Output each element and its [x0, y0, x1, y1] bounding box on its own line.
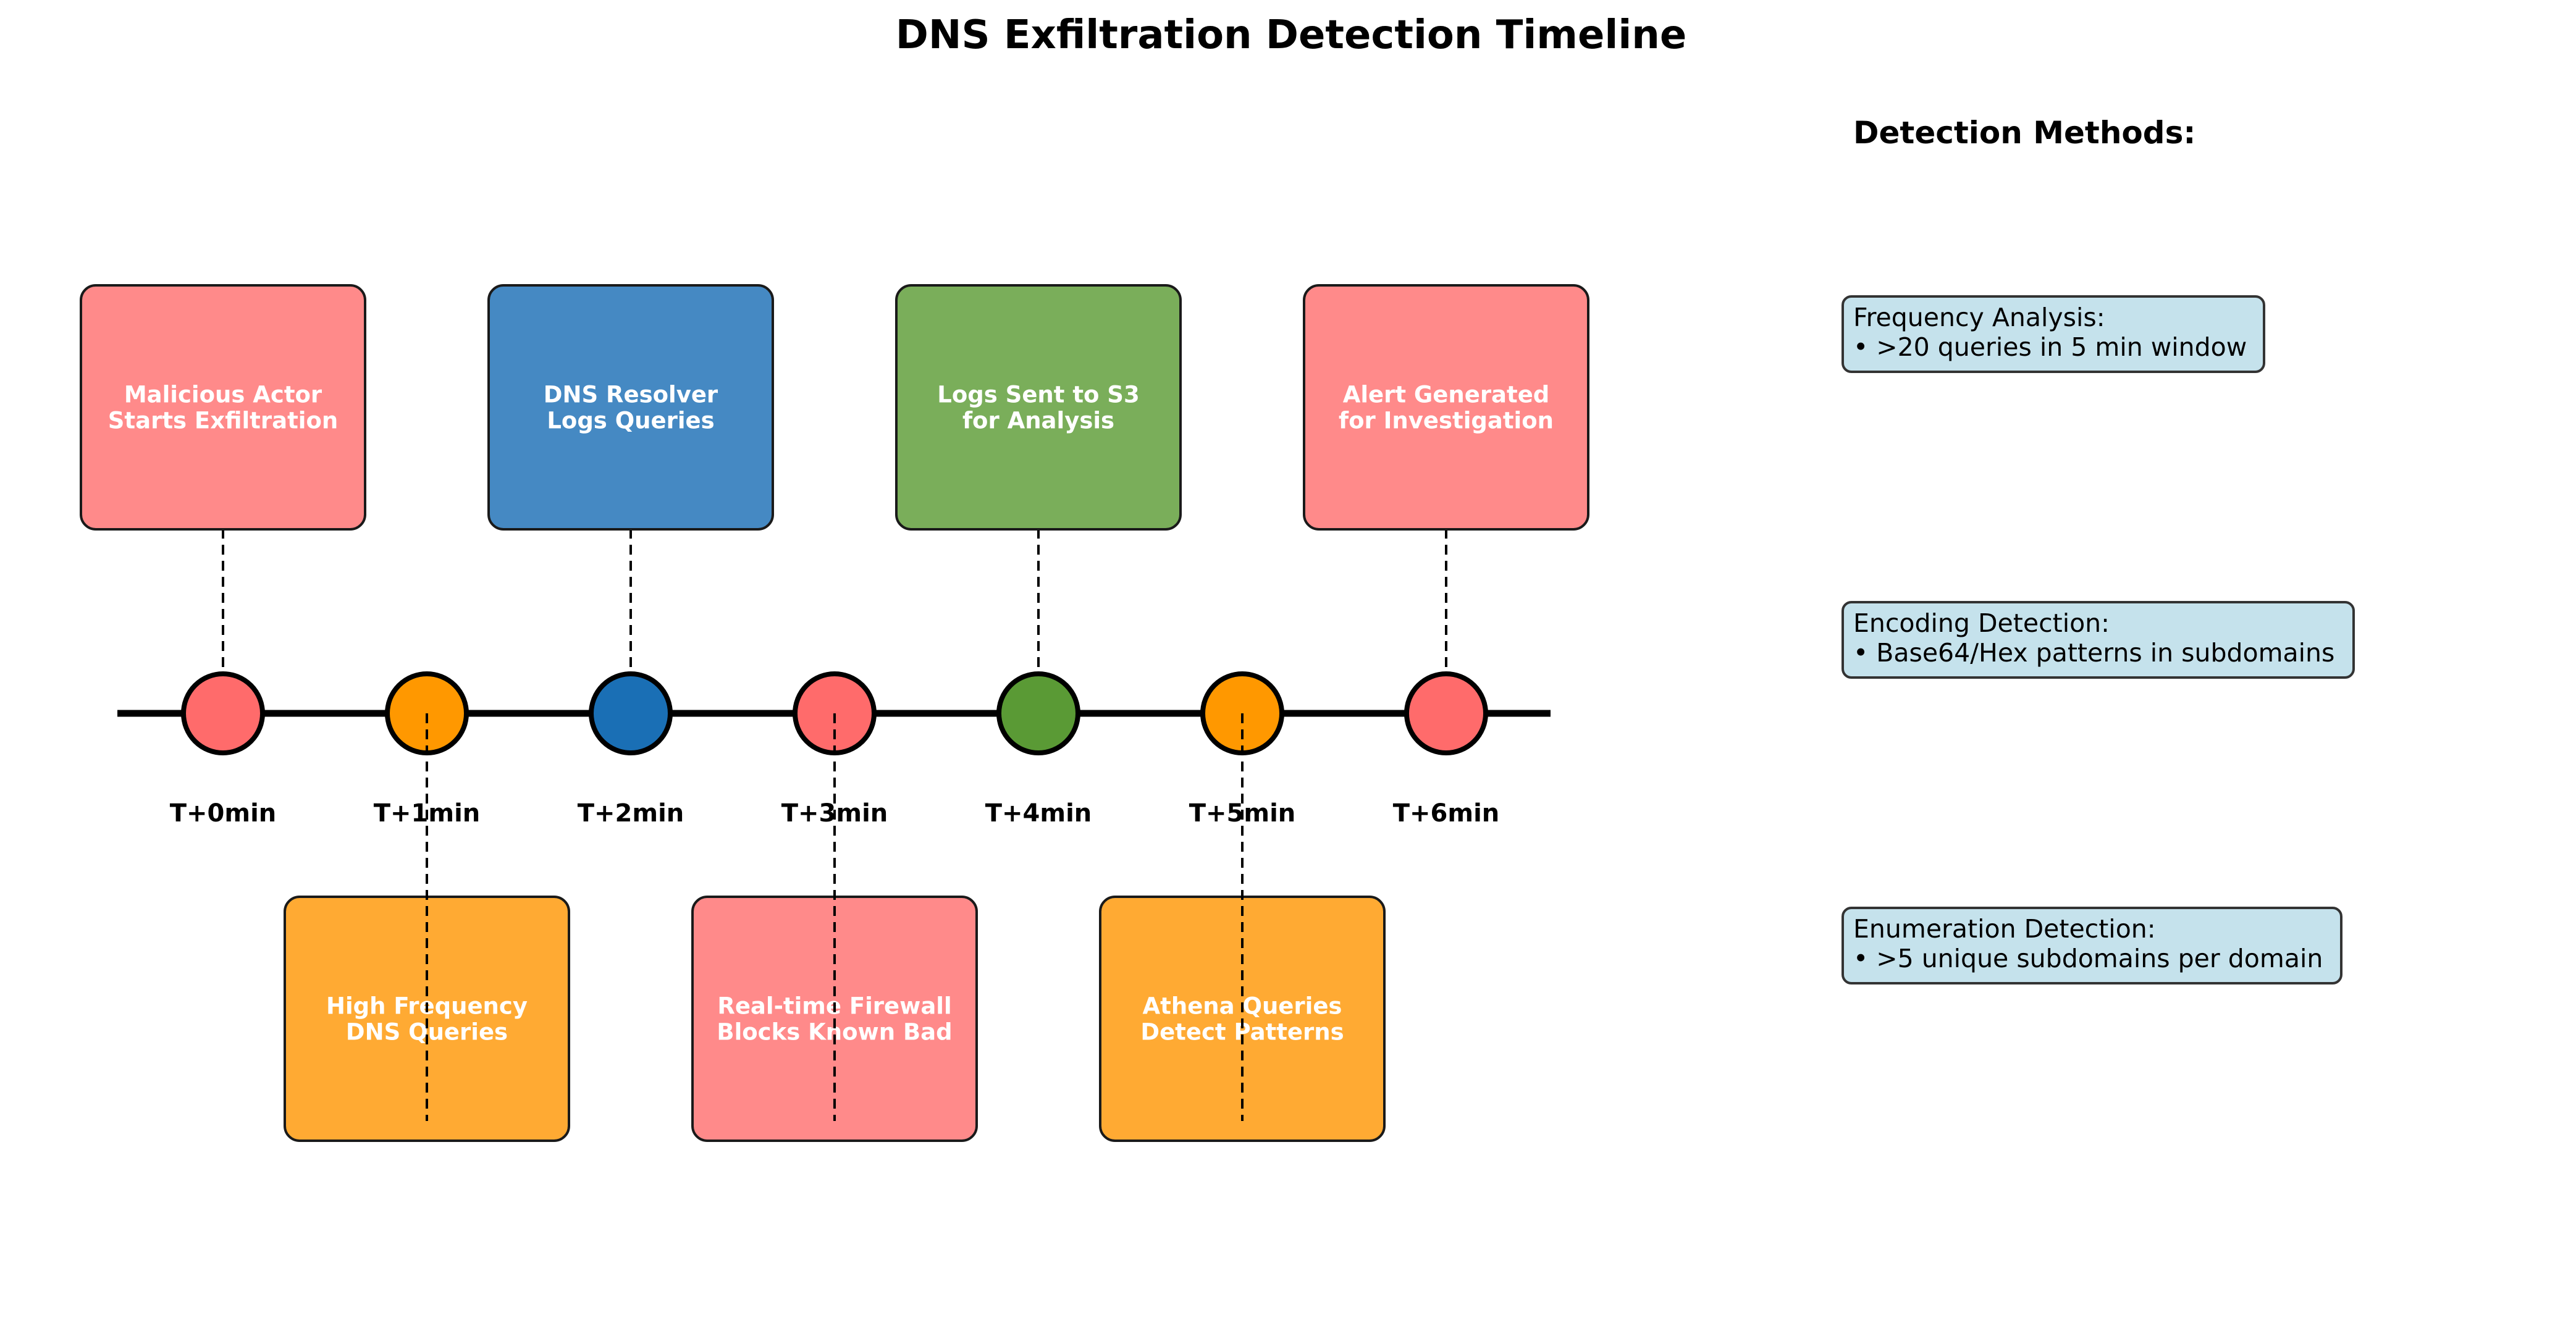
detection-method-box-0 — [1842, 295, 2265, 373]
event-label: Logs Queries — [547, 408, 714, 434]
tick-label: T+4min — [985, 799, 1092, 828]
timeline-marker-0 — [181, 671, 265, 755]
detection-method-text: • >20 queries in 5 min window — [1853, 332, 2247, 362]
detection-method-text: Enumeration Detection: — [1853, 914, 2156, 944]
detection-method-box-1 — [1842, 601, 2355, 679]
timeline-marker-6 — [1404, 671, 1488, 755]
detection-method-text: Encoding Detection: — [1853, 608, 2110, 638]
tick-label: T+6min — [1393, 799, 1500, 828]
event-label: Starts Exfiltration — [108, 408, 338, 434]
detection-method-text: Frequency Analysis: — [1853, 303, 2105, 332]
tick-label: T+0min — [170, 799, 277, 828]
event-box-4 — [895, 284, 1182, 531]
timeline-marker-4 — [996, 671, 1080, 755]
detection-method-text: • Base64/Hex patterns in subdomains — [1853, 638, 2334, 668]
event-label: Malicious Actor — [124, 382, 322, 408]
detection-method-box-2 — [1842, 907, 2342, 984]
event-label: DNS Resolver — [544, 382, 718, 408]
connector-overlay-layer — [426, 713, 1244, 1121]
detection-method-text: • >5 unique subdomains per domain — [1853, 944, 2323, 973]
event-box-6 — [1303, 284, 1589, 531]
diagram-title: DNS Exfiltration Detection Timeline — [896, 12, 1686, 58]
event-label: for Analysis — [962, 408, 1114, 434]
detection-methods-panel: Detection Methods:Frequency Analysis:• >… — [1842, 115, 2355, 984]
event-label: for Investigation — [1339, 408, 1554, 434]
event-box-0 — [80, 284, 366, 531]
event-box-2 — [487, 284, 774, 531]
timeline-marker-2 — [589, 671, 673, 755]
tick-label: T+2min — [578, 799, 684, 828]
event-label: Alert Generated — [1343, 382, 1550, 408]
detection-methods-heading: Detection Methods: — [1853, 115, 2195, 151]
event-label: Logs Sent to S3 — [937, 382, 1139, 408]
